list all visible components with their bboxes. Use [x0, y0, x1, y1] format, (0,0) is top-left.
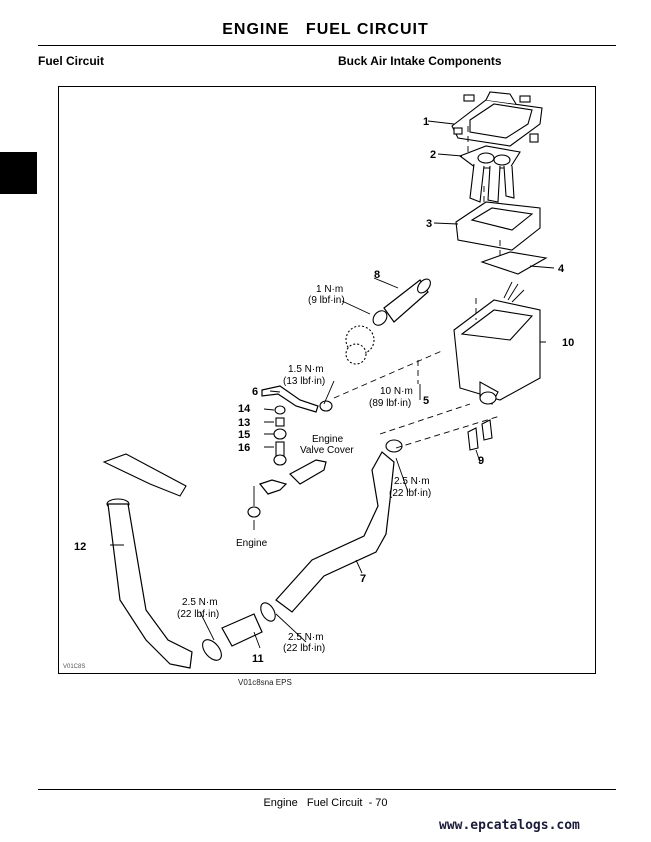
callout-10: 10: [562, 337, 574, 349]
torque-4-metric: 2.5 N·m: [394, 476, 430, 487]
torque-3-imperial: (89 lbf·in): [369, 398, 411, 409]
page-footer: Engine Fuel Circuit - 70: [263, 797, 388, 809]
air-cleaner-base: [453, 281, 541, 405]
torque-5-metric: 2.5 N·m: [182, 597, 218, 608]
callout-12: 12: [74, 541, 86, 553]
callout-8: 8: [374, 269, 380, 281]
inlet-hose: [345, 278, 431, 365]
section-title-left: Fuel Circuit: [38, 54, 105, 68]
torque-5-imperial: (22 lbf·in): [177, 609, 219, 620]
watermark-url: www.epcatalogs.com: [439, 818, 580, 833]
torque-6-metric: 2.5 N·m: [288, 632, 324, 643]
intake-tube-assembly: [458, 145, 521, 203]
figure-frame: [58, 86, 596, 674]
torque-2-imperial: (13 lbf·in): [283, 376, 325, 387]
torque-3-metric: 10 N·m: [380, 386, 413, 397]
callout-11: 11: [252, 653, 264, 665]
valve-cover-label-line-2: Valve Cover: [300, 445, 354, 456]
header-rule: [38, 45, 616, 46]
callout-2: 2: [430, 149, 436, 161]
filter-element: [455, 201, 541, 251]
callout-4: 4: [558, 263, 565, 275]
callout-9: 9: [478, 455, 484, 467]
figure-id-label: V01C8S: [63, 664, 86, 670]
section-tab-marker: [0, 152, 37, 194]
torque-4-imperial: (22 lbf·in): [389, 488, 431, 499]
callout-7: 7: [360, 573, 366, 585]
callout-16: 16: [238, 442, 250, 454]
drain-valves: [467, 419, 493, 451]
callout-6: 6: [252, 386, 258, 398]
air-cleaner-cover: [451, 91, 543, 147]
callout-14: 14: [238, 403, 251, 415]
torque-1-metric: 1 N·m: [316, 284, 343, 295]
main-intake-hose: [221, 439, 403, 647]
valve-cover-label-line-1: Engine: [312, 434, 344, 445]
callout-5: 5: [423, 395, 429, 407]
torque-1-imperial: (9 lbf·in): [308, 295, 345, 306]
section-title-right: Buck Air Intake Components: [338, 54, 502, 68]
intake-duct-and-shield: [102, 453, 222, 669]
foam-precleaner: [480, 251, 548, 275]
torque-6-imperial: (22 lbf·in): [283, 643, 325, 654]
callout-1: 1: [423, 116, 429, 128]
page-title: ENGINE FUEL CIRCUIT: [222, 21, 429, 38]
small-hose-fittings: [247, 385, 333, 518]
figure-caption: V01c8sna EPS: [238, 678, 292, 687]
callout-13: 13: [238, 417, 250, 429]
torque-2-metric: 1.5 N·m: [288, 364, 324, 375]
callout-15: 15: [238, 429, 250, 441]
callout-3: 3: [426, 218, 432, 230]
engine-label: Engine: [236, 538, 268, 549]
footer-rule: [38, 789, 616, 790]
